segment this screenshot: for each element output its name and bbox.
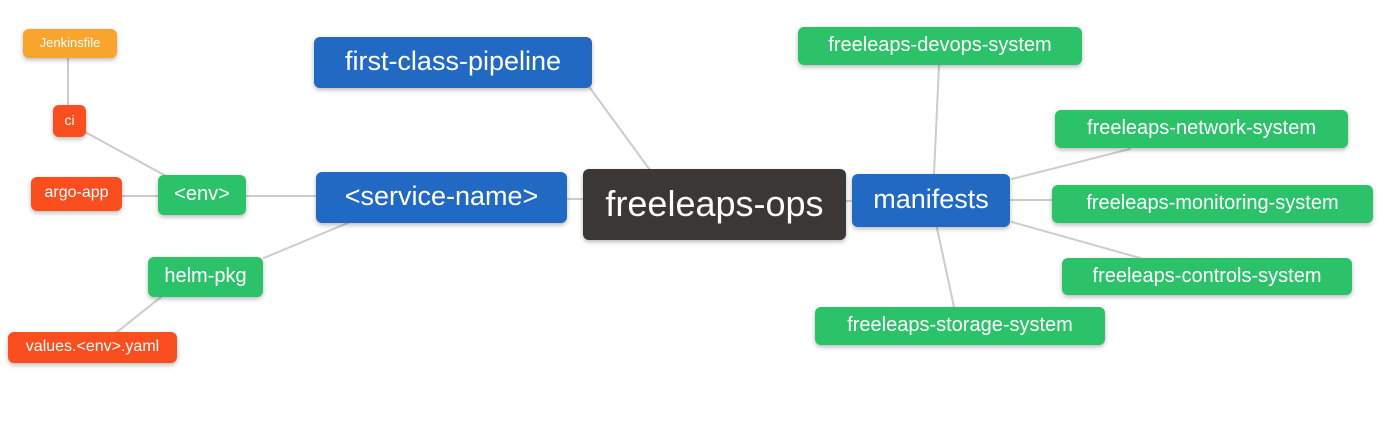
node-values-env-yaml[interactable]: values.<env>.yaml (8, 332, 177, 363)
node-label: freeleaps-network-system (1087, 117, 1316, 139)
node-label: <env> (174, 183, 230, 205)
node-manifests[interactable]: manifests (852, 174, 1010, 227)
node-env[interactable]: <env> (158, 175, 246, 215)
node-label: freeleaps-controls-system (1092, 264, 1322, 287)
node-freeleaps-ops[interactable]: freeleaps-ops (583, 169, 846, 240)
edge-values-env-yaml--helm-pkg (116, 296, 162, 333)
node-jenkinsfile[interactable]: Jenkinsfile (23, 29, 117, 58)
node-label: freeleaps-devops-system (828, 34, 1052, 56)
node-ci[interactable]: ci (53, 105, 86, 137)
node-label: argo-app (44, 184, 109, 201)
node-first-class-pipeline[interactable]: first-class-pipeline (314, 37, 592, 88)
edge-ci--env (84, 131, 167, 177)
node-argo-app[interactable]: argo-app (31, 177, 122, 211)
node-helm-pkg[interactable]: helm-pkg (148, 257, 263, 297)
edge-manifests--freeleaps-controls-system (1011, 221, 1141, 259)
node-label: first-class-pipeline (344, 46, 562, 76)
node-label: values.<env>.yaml (25, 337, 160, 355)
node-freeleaps-network-system[interactable]: freeleaps-network-system (1055, 110, 1348, 148)
edge-manifests--freeleaps-network-system (1011, 148, 1131, 180)
node-label: helm-pkg (164, 265, 247, 287)
node-label: Jenkinsfile (39, 35, 101, 50)
node-label: manifests (873, 184, 989, 214)
node-label: freeleaps-storage-system (847, 314, 1073, 336)
edge-manifests--freeleaps-storage-system (936, 227, 955, 308)
node-freeleaps-devops-system[interactable]: freeleaps-devops-system (798, 27, 1082, 65)
node-service-name[interactable]: <service-name> (316, 172, 567, 223)
node-label: freeleaps-monitoring-system (1086, 192, 1339, 214)
node-freeleaps-controls-system[interactable]: freeleaps-controls-system (1062, 258, 1352, 295)
edge-helm-pkg--service-name (263, 221, 351, 259)
node-freeleaps-monitoring-system[interactable]: freeleaps-monitoring-system (1052, 185, 1373, 223)
edge-manifests--freeleaps-devops-system (933, 64, 940, 175)
node-label: freeleaps-ops (605, 182, 824, 224)
node-freeleaps-storage-system[interactable]: freeleaps-storage-system (815, 307, 1105, 345)
node-label: <service-name> (344, 181, 539, 211)
edge-first-class-pipeline--freeleaps-ops (589, 87, 651, 171)
node-label: ci (64, 112, 75, 128)
